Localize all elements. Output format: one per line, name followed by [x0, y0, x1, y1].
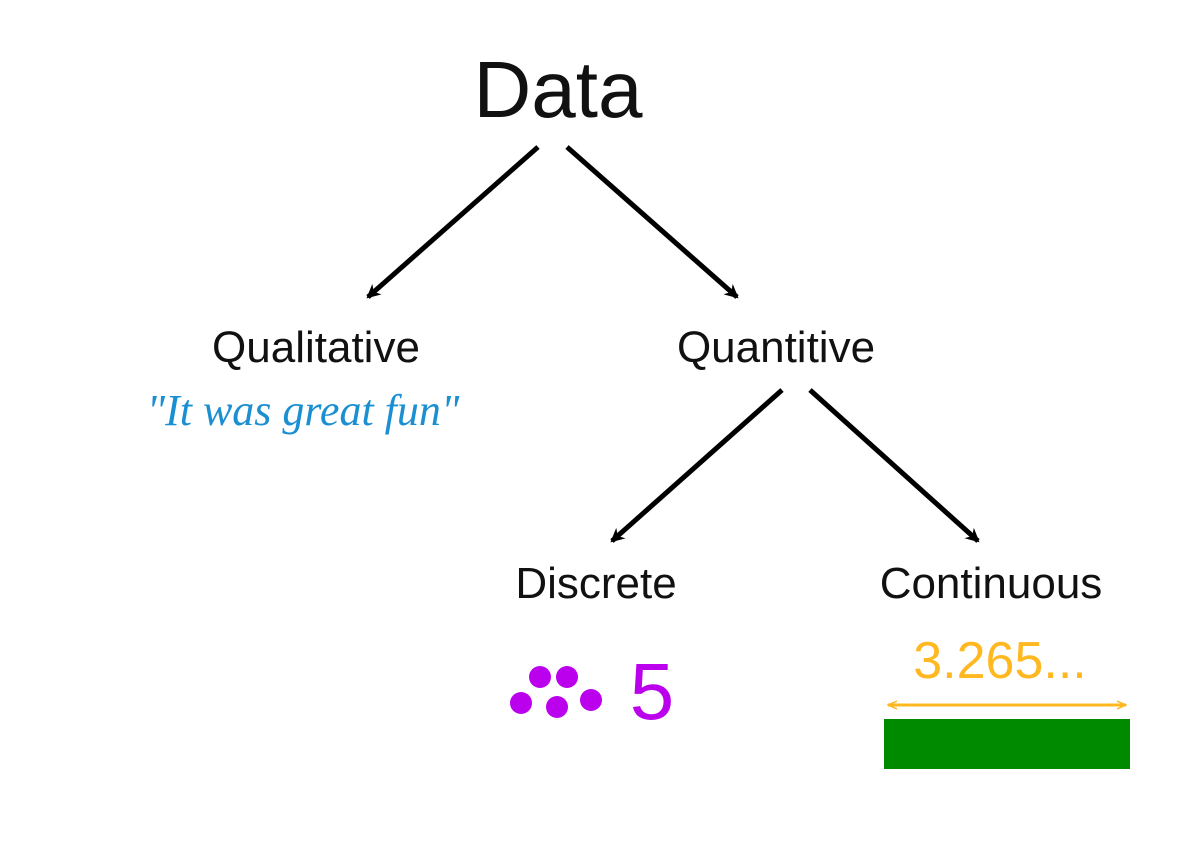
- dot: [510, 692, 532, 714]
- arrow-quantitive-to-continuous: [808, 388, 980, 543]
- arrow-root-to-qualitative: [366, 145, 540, 299]
- arrow-root-to-quantitive: [565, 145, 739, 299]
- discrete-label: Discrete: [515, 559, 676, 608]
- dot: [556, 666, 578, 688]
- arrow-quantitive-to-discrete: [610, 388, 784, 543]
- dot: [580, 689, 602, 711]
- dot: [529, 666, 551, 688]
- qualitative-label: Qualitative: [212, 323, 420, 372]
- quantitive-label: Quantitive: [677, 323, 875, 372]
- qualitative-example: "It was great fun": [147, 386, 460, 435]
- discrete-example-number: 5: [630, 647, 675, 736]
- continuous-bar: [884, 719, 1130, 769]
- root-label: Data: [474, 45, 643, 134]
- dot: [546, 696, 568, 718]
- continuous-example-value: 3.265...: [913, 632, 1086, 690]
- continuous-label: Continuous: [880, 559, 1103, 608]
- discrete-dots: [510, 666, 602, 718]
